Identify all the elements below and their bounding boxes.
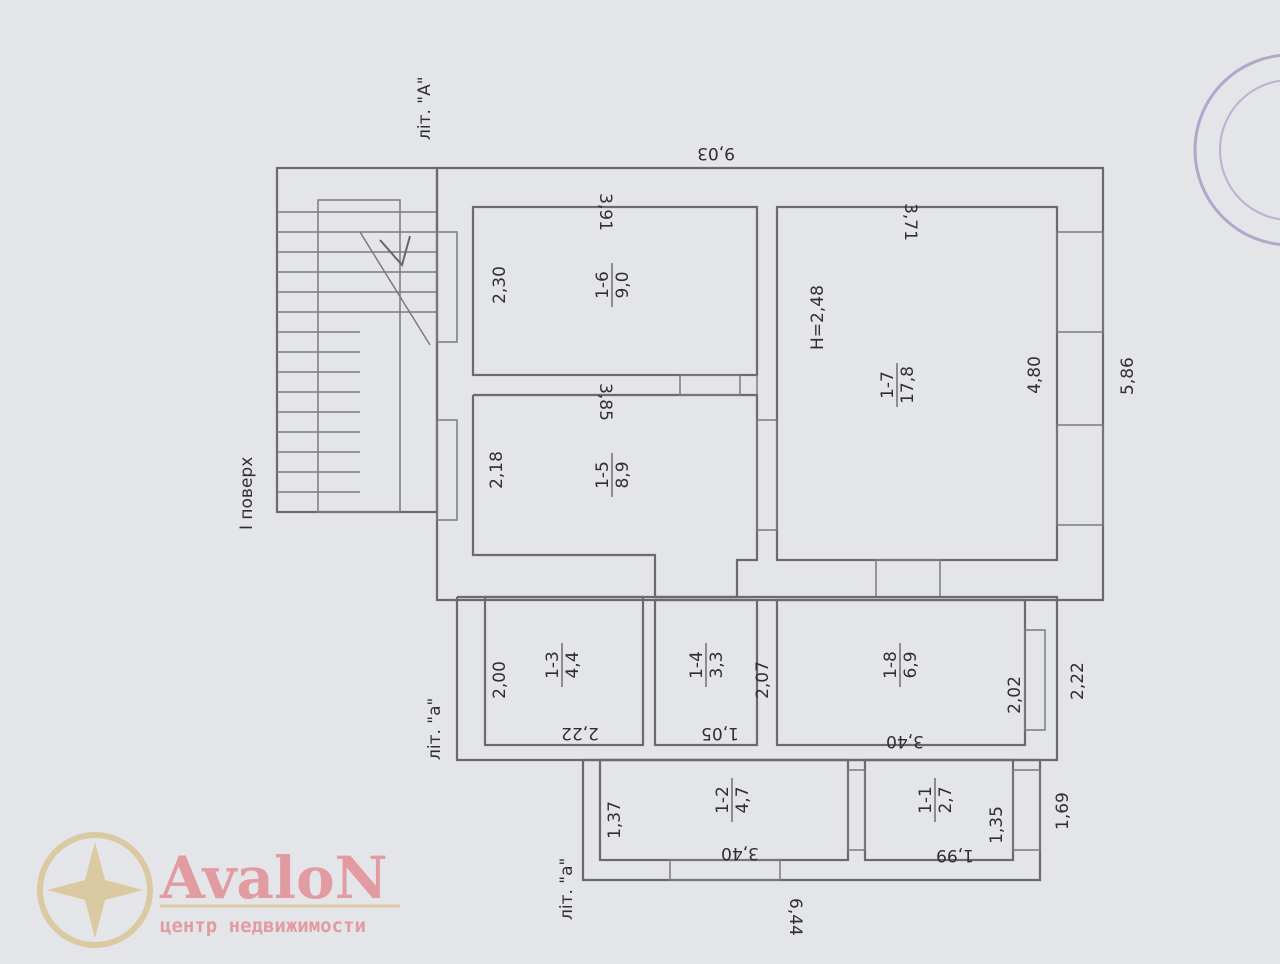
- watermark-tagline: центр недвижимости: [160, 915, 366, 937]
- staircase: [275, 166, 439, 514]
- lit-a1-annex-label: літ. "а": [557, 858, 577, 920]
- room-area: 3,3: [707, 651, 727, 678]
- room-dimension: 2,07: [753, 661, 773, 699]
- compass-logo-icon: [37, 832, 153, 948]
- room-area: 2,7: [936, 786, 956, 813]
- room-dimension: 1,05: [701, 723, 739, 743]
- room-1-5: [471, 393, 759, 599]
- room-dimension: 3,40: [721, 843, 759, 863]
- room-dimension: 4,80: [1025, 356, 1045, 394]
- room-dimension: 1,99: [936, 845, 974, 865]
- room-area: 9,0: [613, 271, 633, 298]
- annex-a: [455, 595, 1059, 762]
- stamp: [1193, 54, 1280, 246]
- room-1-3: [483, 595, 645, 747]
- compass-star-icon: [47, 842, 143, 938]
- main-building: [435, 166, 1105, 602]
- room-number: 1-1: [916, 786, 936, 814]
- lit-a-annex-label: літ. "а": [425, 698, 445, 760]
- floor-label: I поверх: [237, 457, 257, 530]
- room-dimension: 2,00: [490, 661, 510, 699]
- lit-a-label: літ. "А": [415, 76, 435, 140]
- room-dimension: 2,30: [490, 266, 510, 304]
- stair-arrow-icon: [379, 235, 411, 268]
- room-dimension: 1,37: [605, 801, 625, 839]
- annex2-side-dim: 1,69: [1053, 792, 1073, 830]
- room-area: 17,8: [898, 366, 918, 404]
- room-area: 6,9: [901, 651, 921, 678]
- overall-depth: 5,86: [1118, 357, 1138, 395]
- room-number: 1-5: [593, 461, 613, 489]
- room-1-6: [471, 205, 759, 377]
- room-dimension: 3,85: [595, 383, 615, 421]
- room-area: 4,7: [733, 786, 753, 813]
- room-number: 1-2: [713, 786, 733, 814]
- annex-a1: [581, 758, 1042, 882]
- room-dimension: 3,91: [595, 193, 615, 231]
- room-area: 4,4: [563, 651, 583, 678]
- ceiling-height: H=2,48: [808, 285, 828, 350]
- room-area: 8,9: [613, 461, 633, 488]
- watermark-brand: AvaloN: [159, 844, 388, 912]
- room-number: 1-8: [881, 651, 901, 679]
- room-dimension: 2,18: [487, 451, 507, 489]
- room-dimension: 3,71: [900, 203, 920, 241]
- watermark: AvaloN центр недвижимости: [37, 832, 400, 948]
- annex-side-dim: 2,22: [1068, 662, 1088, 700]
- room-1-4: [653, 598, 759, 747]
- room-number: 1-4: [687, 651, 707, 679]
- overall-annex: 6,44: [785, 898, 805, 936]
- room-number: 1-3: [543, 651, 563, 679]
- room-dimension: 2,02: [1005, 676, 1025, 714]
- room-dimension: 3,40: [886, 731, 924, 751]
- room-number: 1-6: [593, 271, 613, 299]
- room-number: 1-7: [878, 371, 898, 399]
- room-dimension: 2,22: [561, 723, 599, 743]
- room-dimension: 1,35: [987, 806, 1007, 844]
- overall-width: 9,03: [697, 143, 735, 163]
